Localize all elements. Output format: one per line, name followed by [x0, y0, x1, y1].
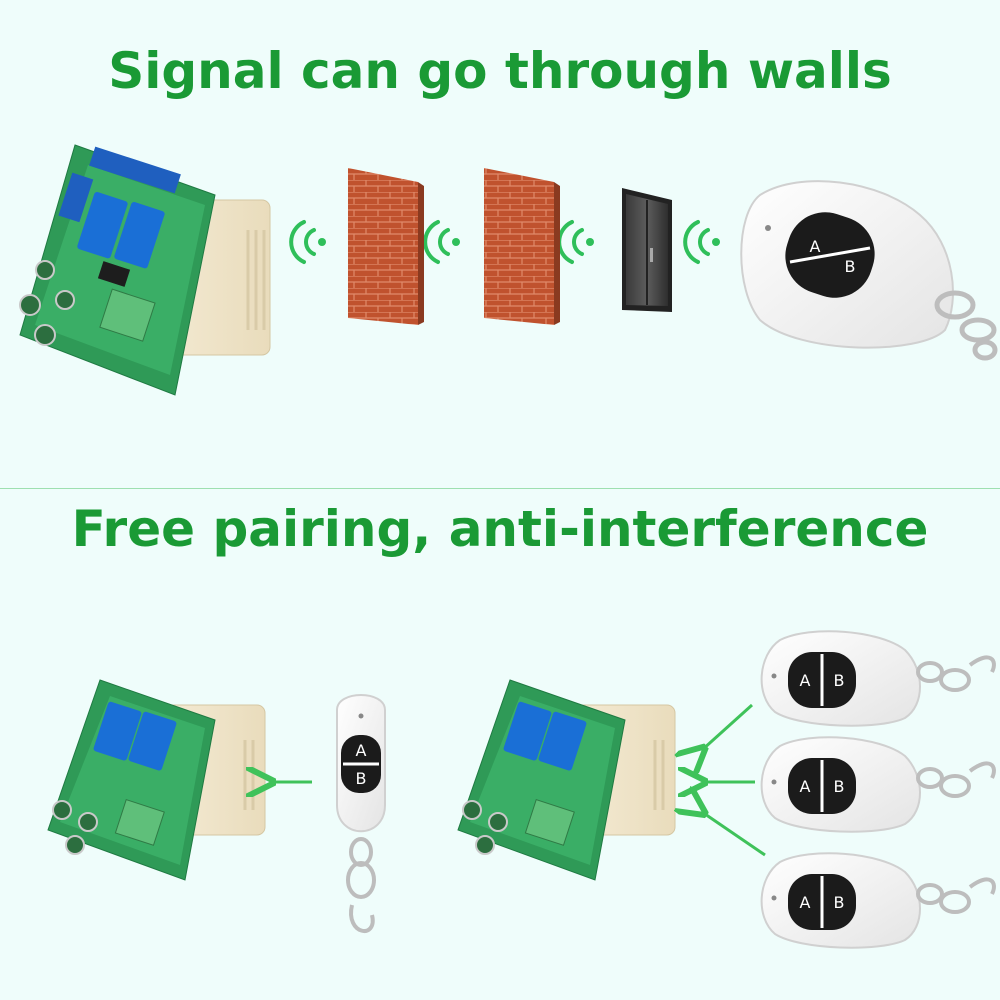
- receiver-module-bottom-left: [47, 679, 266, 881]
- button-b-label-r3: B: [834, 893, 845, 912]
- button-a-label-vertical: A: [356, 741, 367, 760]
- button-a-label-r2: A: [800, 777, 811, 796]
- button-b-label-r2: B: [834, 777, 845, 796]
- button-a-label-r1: A: [800, 671, 811, 690]
- signal-waves-2: [423, 220, 460, 264]
- remote-control-top: A B: [740, 180, 998, 361]
- door-icon: [622, 188, 672, 312]
- button-b-label-top: B: [845, 257, 856, 276]
- button-b-label-vertical: B: [356, 769, 367, 788]
- remote-control-3: A B: [760, 852, 996, 949]
- brick-wall-1: [348, 168, 424, 325]
- signal-waves-4: [683, 220, 720, 264]
- pairing-arrows-multi: [702, 703, 766, 857]
- remote-control-vertical: A B: [336, 694, 386, 933]
- brick-wall-2: [484, 168, 560, 325]
- remote-control-1: A B: [760, 630, 996, 727]
- headline-free-pairing: Free pairing, anti-interference: [71, 500, 929, 558]
- headline-signal-through-walls: Signal can go through walls: [108, 42, 892, 100]
- button-a-label-r3: A: [800, 893, 811, 912]
- button-a-label-top: A: [810, 237, 821, 256]
- receiver-module-top: [19, 144, 271, 396]
- receiver-module-bottom-right: [457, 679, 676, 881]
- signal-waves-3: [557, 220, 594, 264]
- section-divider: [0, 488, 1000, 489]
- button-b-label-r1: B: [834, 671, 845, 690]
- signal-waves-1: [289, 220, 326, 264]
- remote-control-2: A B: [760, 736, 996, 833]
